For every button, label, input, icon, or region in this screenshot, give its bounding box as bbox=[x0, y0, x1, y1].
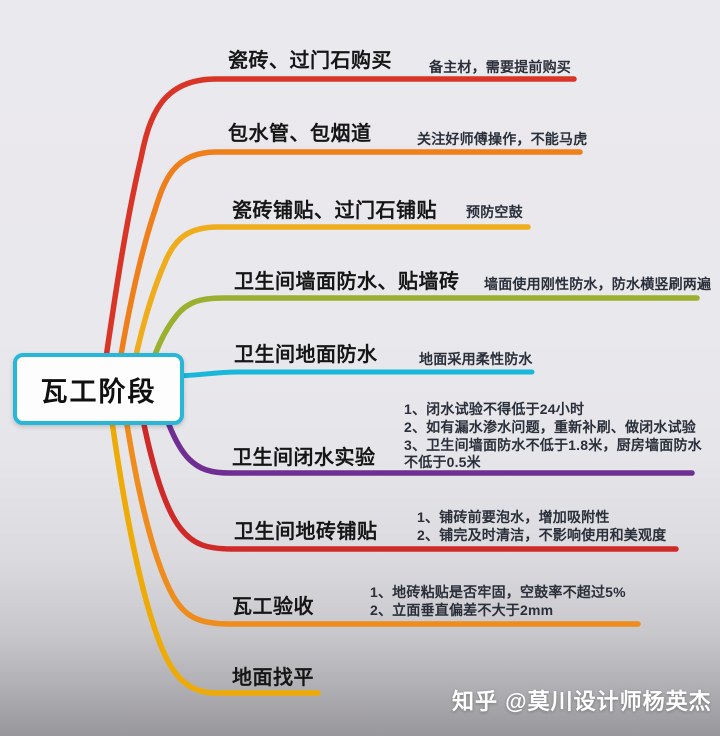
note-item: 1、地砖粘贴是否牢固，空鼓率不超过5% bbox=[370, 584, 626, 600]
branch-label-wrap-pipes: 包水管、包烟道 bbox=[228, 123, 372, 145]
branch-note-wrap-pipes: 关注好师傅操作，不能马虎 bbox=[417, 131, 588, 147]
branch-line-floor-tiles bbox=[135, 389, 679, 552]
branch-label-acceptance: 瓦工验收 bbox=[232, 596, 314, 618]
branch-line-floor-leveling bbox=[105, 389, 321, 696]
root-node-label: 瓦工阶段 bbox=[40, 376, 157, 407]
branch-notes-acceptance: 1、地砖粘贴是否牢固，空鼓率不超过5% 2、立面垂直偏差不大于2mm bbox=[370, 584, 626, 620]
branch-notes-water-test: 1、闭水试验不得低于24小时 2、如有漏水渗水问题，重新补刷、做闭水试验 3、卫… bbox=[404, 401, 704, 472]
branch-line-wrap-pipes bbox=[113, 149, 583, 388]
branch-label-wall-waterproof: 卫生间墙面防水、贴墙砖 bbox=[234, 271, 460, 293]
branch-line-tiles-purchase bbox=[99, 76, 577, 388]
branch-note-tiles-purchase: 备主材，需要提前购买 bbox=[429, 59, 571, 75]
branch-line-acceptance bbox=[119, 389, 641, 627]
branch-label-water-test: 卫生间闭水实验 bbox=[232, 447, 376, 469]
note-item: 2、如有漏水渗水问题，重新补刷、做闭水试验 bbox=[404, 418, 696, 435]
note-item: 2、立面垂直偏差不大于2mm bbox=[370, 601, 554, 618]
root-node: 瓦工阶段 bbox=[13, 353, 184, 425]
note-item: 1、闭水试验不得低于24小时 bbox=[404, 401, 585, 417]
branch-label-floor-leveling: 地面找平 bbox=[232, 667, 314, 689]
branch-note-tile-laying: 预防空鼓 bbox=[466, 204, 523, 220]
branch-label-tile-laying: 瓷砖铺贴、过门石铺贴 bbox=[232, 200, 437, 222]
branch-note-wall-waterproof: 墙面使用刚性防水，防水横竖刷两遍 bbox=[484, 276, 712, 292]
branch-notes-floor-tiles: 1、铺砖前要泡水，增加吸附性 2、铺完及时清洁，不影响使用和美观度 bbox=[417, 509, 666, 545]
zhihu-watermark: 知乎 @莫川设计师杨英杰 bbox=[452, 689, 712, 714]
note-item: 1、铺砖前要泡水，增加吸附性 bbox=[417, 509, 610, 525]
branch-note-floor-waterproof: 地面采用柔性防水 bbox=[419, 351, 533, 367]
note-item: 2、铺完及时清洁，不影响使用和美观度 bbox=[417, 526, 667, 543]
note-item: 3、卫生间墙面防水不低于1.8米，厨房墙面防水不低于0.5米 bbox=[404, 436, 702, 471]
branch-label-tiles-purchase: 瓷砖、过门石购买 bbox=[228, 50, 392, 72]
branch-label-floor-tiles: 卫生间地砖铺贴 bbox=[234, 521, 378, 543]
branch-line-floor-waterproof bbox=[169, 369, 535, 379]
branch-label-floor-waterproof: 卫生间地面防水 bbox=[234, 344, 378, 366]
branch-line-tile-laying bbox=[127, 224, 531, 388]
